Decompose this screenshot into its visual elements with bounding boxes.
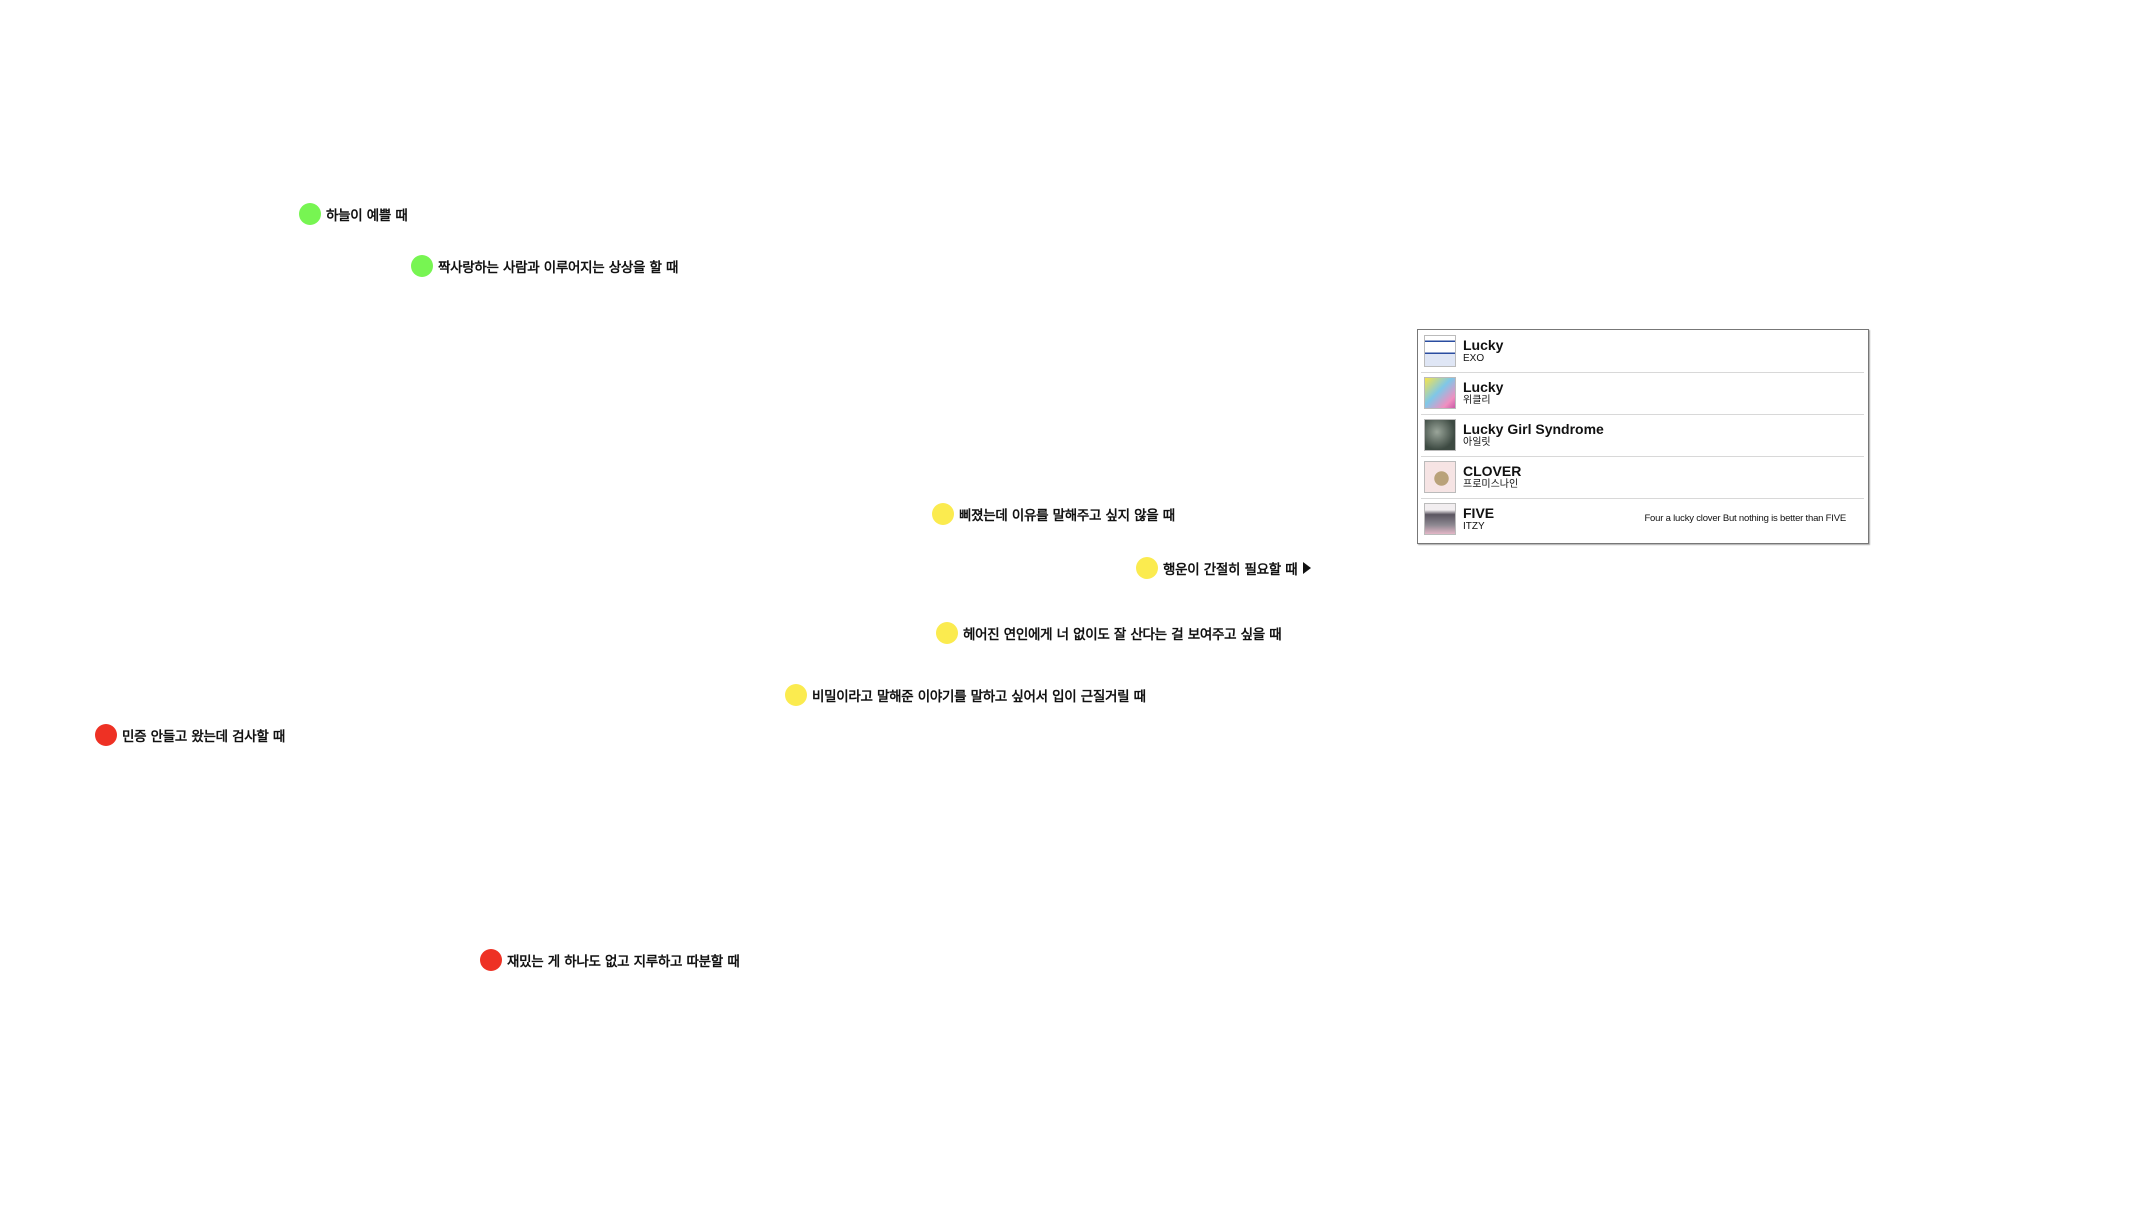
mood-label: 재밌는 게 하나도 없고 지루하고 따분할 때 xyxy=(507,954,740,970)
album-cover-image xyxy=(1424,419,1456,451)
mood-item[interactable]: 짝사랑하는 사람과 이루어지는 상상을 할 때 xyxy=(411,255,678,277)
mood-label: 행운이 간절히 필요할 때 xyxy=(1163,562,1298,578)
mood-label: 삐졌는데 이유를 말해주고 싶지 않을 때 xyxy=(959,508,1175,524)
song-artist: 프로미스나인 xyxy=(1463,479,1519,491)
mood-item[interactable]: 하늘이 예쁠 때 xyxy=(299,203,408,225)
song-title: CLOVER xyxy=(1463,463,1522,480)
yellow-dot-icon xyxy=(936,622,958,644)
mood-label: 민증 안들고 왔는데 검사할 때 xyxy=(122,729,286,745)
mood-item[interactable]: 헤어진 연인에게 너 없이도 잘 산다는 걸 보여주고 싶을 때 xyxy=(936,622,1282,644)
song-title: Lucky Girl Syndrome xyxy=(1463,421,1604,438)
mood-item[interactable]: 민증 안들고 왔는데 검사할 때 xyxy=(95,724,285,746)
song-artist: EXO xyxy=(1463,353,1485,365)
album-cover-image xyxy=(1424,503,1456,535)
album-cover-image xyxy=(1424,461,1456,493)
album-cover-image xyxy=(1424,377,1456,409)
green-dot-icon xyxy=(299,203,321,225)
yellow-dot-icon xyxy=(785,684,807,706)
mood-label: 짝사랑하는 사람과 이루어지는 상상을 할 때 xyxy=(438,260,679,276)
red-dot-icon xyxy=(480,949,502,971)
song-artist: 아일릿 xyxy=(1463,437,1491,449)
play-triangle-icon[interactable] xyxy=(1303,562,1312,574)
mood-item[interactable]: 재밌는 게 하나도 없고 지루하고 따분할 때 xyxy=(480,949,740,971)
song-artist: 위클리 xyxy=(1463,395,1491,407)
song-note: Four a lucky clover But nothing is bette… xyxy=(1644,513,1846,524)
song-artist: ITZY xyxy=(1463,521,1485,533)
yellow-dot-icon xyxy=(1136,557,1158,579)
mood-item[interactable]: 비밀이라고 말해준 이야기를 말하고 싶어서 입이 근질거릴 때 xyxy=(785,684,1146,706)
mood-label: 하늘이 예쁠 때 xyxy=(326,208,408,224)
song-title: FIVE xyxy=(1463,505,1495,522)
song-title: Lucky xyxy=(1463,379,1504,396)
mood-label: 헤어진 연인에게 너 없이도 잘 산다는 걸 보여주고 싶을 때 xyxy=(963,627,1282,643)
album-cover-image xyxy=(1424,335,1456,367)
song-title: Lucky xyxy=(1463,337,1504,354)
red-dot-icon xyxy=(95,724,117,746)
yellow-dot-icon xyxy=(932,503,954,525)
green-dot-icon xyxy=(411,255,433,277)
mood-item-expanded[interactable]: 행운이 간절히 필요할 때 xyxy=(1136,557,1312,579)
mood-item[interactable]: 삐졌는데 이유를 말해주고 싶지 않을 때 xyxy=(932,503,1175,525)
mood-label: 비밀이라고 말해준 이야기를 말하고 싶어서 입이 근질거릴 때 xyxy=(812,689,1146,705)
